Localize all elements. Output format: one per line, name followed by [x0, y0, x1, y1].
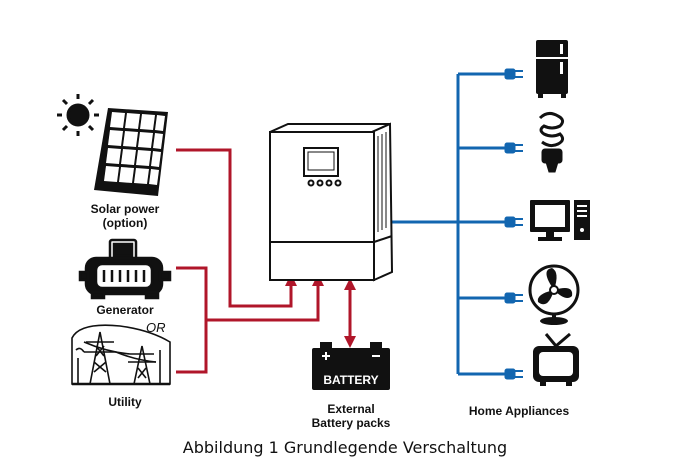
figure-caption: Abbildung 1 Grundlegende Verschaltung	[182, 438, 508, 457]
or-label: OR	[146, 320, 166, 335]
ac-output-wiring	[389, 72, 505, 376]
tv-icon	[533, 332, 579, 386]
battery-badge-text: BATTERY	[323, 373, 378, 387]
solar-panel-icon	[94, 108, 168, 196]
ac-input-wiring	[176, 148, 356, 374]
home-appliances-label: Home Appliances	[468, 404, 570, 418]
sun-icon	[57, 94, 99, 136]
utility-label: Utility	[108, 395, 142, 409]
generator-label: Generator	[96, 303, 154, 317]
plug-icons	[504, 68, 523, 380]
battery-label-line1: External	[327, 402, 375, 416]
solar-label-line2: (option)	[102, 216, 148, 230]
generator-icon	[78, 238, 172, 300]
battery-label: External Battery packs	[296, 402, 406, 430]
bulb-icon	[538, 111, 565, 173]
utility-tower-icon	[71, 324, 171, 386]
grid-wire	[206, 274, 324, 322]
fan-icon	[528, 264, 580, 325]
solar-label: Solar power (option)	[70, 202, 180, 230]
battery-icon: BATTERY	[312, 342, 390, 390]
inverter-icon	[269, 122, 394, 282]
computer-icon	[530, 200, 590, 241]
fridge-icon	[536, 40, 568, 98]
solar-wire	[176, 148, 297, 308]
solar-label-line1: Solar power	[90, 202, 160, 216]
generator-wire	[176, 266, 208, 374]
battery-label-line2: Battery packs	[311, 416, 391, 430]
